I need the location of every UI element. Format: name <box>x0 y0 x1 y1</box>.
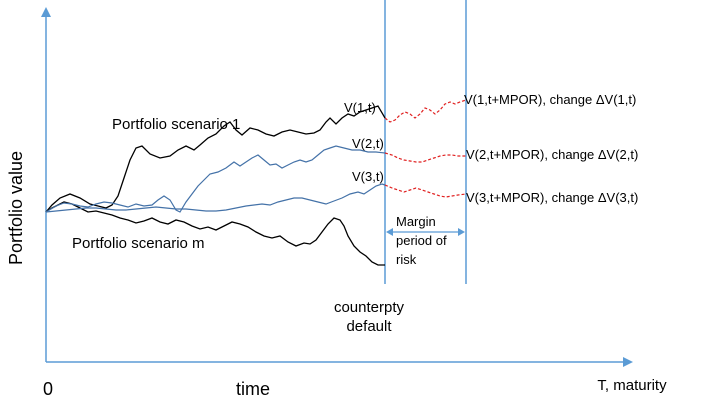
margin-label-line1: Margin <box>396 214 436 229</box>
v3-mpor-label: V(3,t+MPOR), change ΔV(3,t) <box>466 190 638 205</box>
mpor-arrowhead-left <box>386 228 393 236</box>
v3-t-label: V(3,t) <box>352 169 384 184</box>
scenario-path-1 <box>45 105 386 213</box>
scenario-1-label: Portfolio scenario 1 <box>112 116 240 133</box>
margin-label-line2: period of <box>396 233 447 248</box>
default-label-line2: default <box>346 318 392 335</box>
scenario-m-label: Portfolio scenario m <box>72 235 205 252</box>
y-axis-arrowhead <box>41 7 51 17</box>
x-origin-label: 0 <box>43 379 53 399</box>
x-maturity-label: T, maturity <box>597 377 667 394</box>
v1-mpor-label: V(1,t+MPOR), change ΔV(1,t) <box>464 92 636 107</box>
x-time-label: time <box>236 379 270 399</box>
projection-path-2 <box>384 152 466 163</box>
v2-mpor-label: V(2,t+MPOR), change ΔV(2,t) <box>466 147 638 162</box>
mpor-arrowhead-right <box>458 228 465 236</box>
x-axis-arrowhead <box>623 357 633 367</box>
v1-t-label: V(1,t) <box>344 100 376 115</box>
scenario-path-3 <box>45 183 386 213</box>
projection-path-3 <box>384 184 467 198</box>
scenario-path-m <box>45 201 385 266</box>
default-label-line1: counterpty <box>334 299 405 316</box>
projection-path-1 <box>384 99 467 123</box>
y-axis-label: Portfolio value <box>6 151 26 265</box>
scenario-path-2 <box>45 145 386 213</box>
v2-t-label: V(2,t) <box>352 136 384 151</box>
margin-label-line3: risk <box>396 252 417 267</box>
